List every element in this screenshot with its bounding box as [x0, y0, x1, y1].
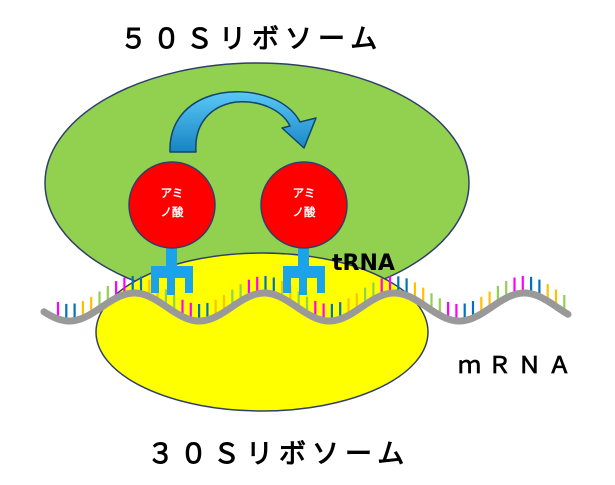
mrna-label: ｍＲＮＡ [458, 353, 578, 379]
amino-acid-circle-left [128, 161, 216, 249]
amino-acid-label-left-line1: アミ [160, 186, 184, 200]
trna-label: tRNA [332, 251, 395, 276]
curved-arrow [169, 91, 317, 153]
trna-left [151, 247, 193, 295]
mrna-backbone [40, 289, 572, 325]
amino-acid-label-left-line2: ノ酸 [160, 205, 184, 219]
amino-acid-label-right-line1: アミ [292, 186, 316, 200]
amino-acid-label-right-line2: ノ酸 [292, 205, 316, 219]
small-subunit-label: ３０Ｓリボソーム [147, 439, 411, 470]
trna-right [283, 247, 325, 295]
large-subunit-label: ５０Ｓリボソーム [120, 24, 384, 55]
amino-acid-circle-right [260, 161, 348, 249]
amino-acid-label-left: アミ ノ酸 [129, 184, 215, 222]
small-subunit-30s [95, 252, 429, 412]
amino-acid-label-right: アミ ノ酸 [261, 184, 347, 222]
